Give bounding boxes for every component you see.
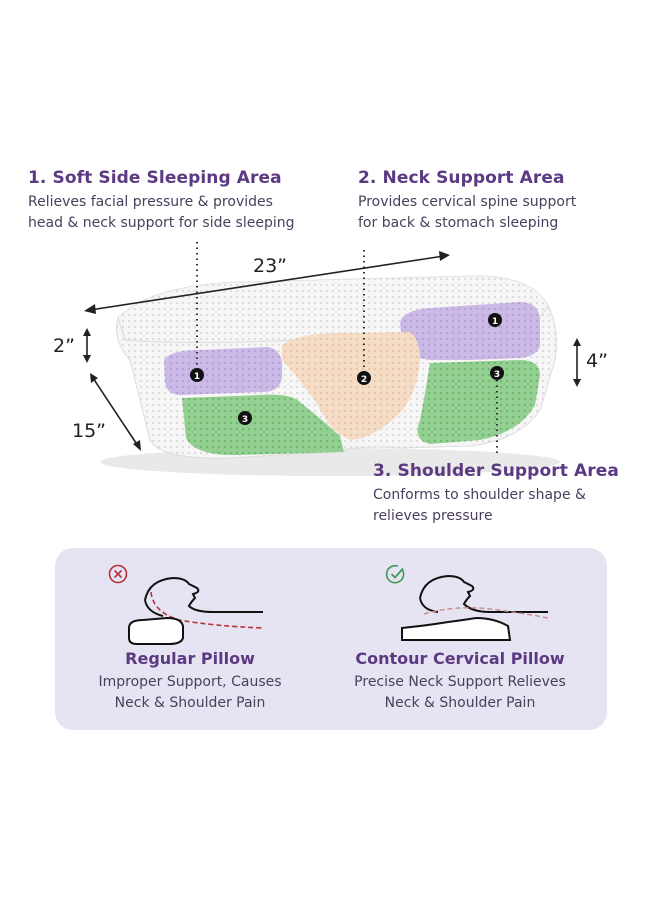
marker-1-left: 1	[190, 368, 204, 382]
zone-3-right	[417, 360, 540, 444]
zone-1-left	[164, 347, 282, 395]
zone-2-center	[282, 332, 420, 440]
height-high-arrow	[573, 338, 581, 387]
area-1-heading: 1. Soft Side Sleeping Area	[28, 168, 282, 188]
contour-pillow-desc-line1: Precise Neck Support Relieves	[354, 674, 566, 690]
contour-pillow-title: Contour Cervical Pillow	[355, 649, 565, 668]
marker-1-left-label: 1	[194, 372, 200, 382]
height-high-label: 4”	[586, 350, 608, 372]
pillow-illustration: 1 1 2 3 3	[83, 242, 581, 476]
height-low-arrow	[83, 328, 91, 363]
contour-pillow-illustration	[401, 574, 549, 641]
area-3-desc-line1: Conforms to shoulder shape &	[373, 487, 586, 503]
regular-pillow-desc-line1: Improper Support, Causes	[98, 674, 282, 690]
area-2-desc-line2: for back & stomach sleeping	[358, 215, 559, 231]
marker-1-right: 1	[488, 313, 502, 327]
x-circle-icon	[108, 564, 128, 584]
depth-arrow	[90, 373, 141, 451]
length-label: 23”	[253, 255, 288, 277]
zone-3-left	[182, 394, 344, 456]
marker-3-right-label: 3	[494, 370, 500, 380]
area-3-desc-line2: relieves pressure	[373, 508, 493, 524]
comparison-panel: Regular Pillow Improper Support, Causes …	[55, 548, 607, 730]
regular-pillow-illustration	[128, 576, 264, 645]
length-arrow	[84, 251, 450, 314]
area-1-desc-line1: Relieves facial pressure & provides	[28, 194, 273, 210]
contour-pillow-desc-line2: Neck & Shoulder Pain	[384, 695, 536, 711]
marker-2-label: 2	[361, 375, 367, 385]
zone-1-right	[400, 302, 540, 360]
marker-3-left: 3	[238, 411, 252, 425]
depth-label: 15”	[72, 420, 107, 442]
height-low-label: 2”	[53, 335, 75, 357]
area-2-desc-line1: Provides cervical spine support	[358, 194, 577, 210]
marker-3-right: 3	[490, 366, 504, 380]
area-1-desc-line2: head & neck support for side sleeping	[28, 215, 295, 231]
area-2-heading: 2. Neck Support Area	[358, 168, 565, 188]
marker-3-left-label: 3	[242, 415, 248, 425]
regular-pillow-title: Regular Pillow	[125, 649, 255, 668]
check-circle-icon	[385, 564, 405, 584]
area-3-heading: 3. Shoulder Support Area	[373, 461, 619, 481]
marker-1-right-label: 1	[492, 317, 498, 327]
regular-pillow-desc-line2: Neck & Shoulder Pain	[114, 695, 266, 711]
marker-2: 2	[357, 371, 371, 385]
